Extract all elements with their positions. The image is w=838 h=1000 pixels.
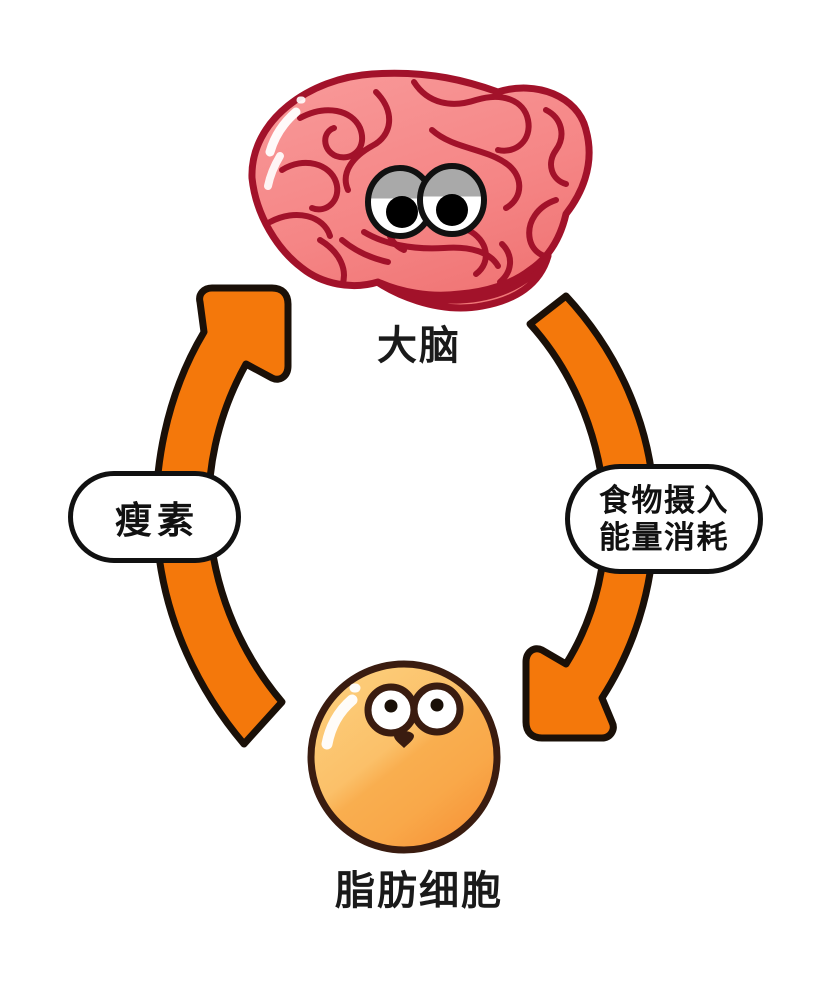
brain-highlight <box>264 96 306 190</box>
brain-mouth <box>339 229 501 269</box>
fat-cell-node-label: 脂肪细胞 <box>335 869 503 913</box>
brain-node-label: 大脑 <box>377 324 461 368</box>
arrow-label-leptin: 瘦素 <box>68 471 241 563</box>
arrow-label-leptin-text: 瘦素 <box>115 500 199 541</box>
fat-cell-beak <box>394 731 414 748</box>
arrow-label-intake-line1: 食物摄入 <box>599 483 729 518</box>
brain-illustration <box>248 69 593 312</box>
arrow-label-intake-line2: 能量消耗 <box>599 520 729 555</box>
fat-cell-illustration <box>307 660 501 854</box>
brain-eyes <box>365 163 487 239</box>
fat-cell-highlight <box>321 683 361 750</box>
arrow-label-intake-expenditure: 食物摄入 能量消耗 <box>565 464 763 574</box>
fat-cell-eyes <box>364 682 464 737</box>
